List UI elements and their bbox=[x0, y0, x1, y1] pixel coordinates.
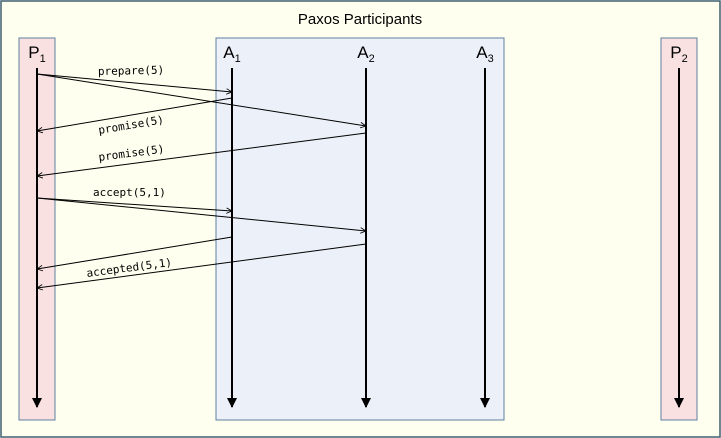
message-accepted-from-a1 bbox=[37, 236, 233, 269]
participant-a3-sub: 3 bbox=[488, 53, 494, 65]
participant-a3-base: A bbox=[476, 43, 488, 62]
participant-a2-base: A bbox=[357, 43, 369, 62]
message-prepare-to-a1 bbox=[36, 73, 232, 92]
message-promise-from-a2 bbox=[37, 132, 367, 176]
label-accept: accept(5,1) bbox=[93, 186, 166, 199]
participant-label-a1: A1 bbox=[223, 43, 240, 65]
participant-a1-sub: 1 bbox=[235, 53, 241, 65]
participant-a2-sub: 2 bbox=[369, 53, 375, 65]
message-accepted-from-a2 bbox=[37, 243, 367, 288]
participant-label-a3: A3 bbox=[476, 43, 493, 65]
acceptor-group-box bbox=[215, 37, 505, 421]
participant-p1-sub: 1 bbox=[40, 53, 46, 65]
participant-a1-base: A bbox=[223, 43, 235, 62]
message-promise-from-a1 bbox=[37, 97, 233, 131]
participant-label-p1: P1 bbox=[28, 43, 45, 65]
participant-label-p2: P2 bbox=[670, 43, 687, 65]
participant-p2-base: P bbox=[670, 43, 681, 62]
label-prepare: prepare(5) bbox=[98, 64, 164, 78]
participant-p2-sub: 2 bbox=[682, 53, 688, 65]
diagram-title: Paxos Participants bbox=[298, 11, 422, 28]
message-prepare-to-a2 bbox=[36, 73, 366, 126]
participant-label-a2: A2 bbox=[357, 43, 374, 65]
participant-p1-base: P bbox=[28, 43, 39, 62]
message-accept-to-a1 bbox=[36, 197, 232, 211]
message-accept-to-a2 bbox=[36, 197, 366, 231]
